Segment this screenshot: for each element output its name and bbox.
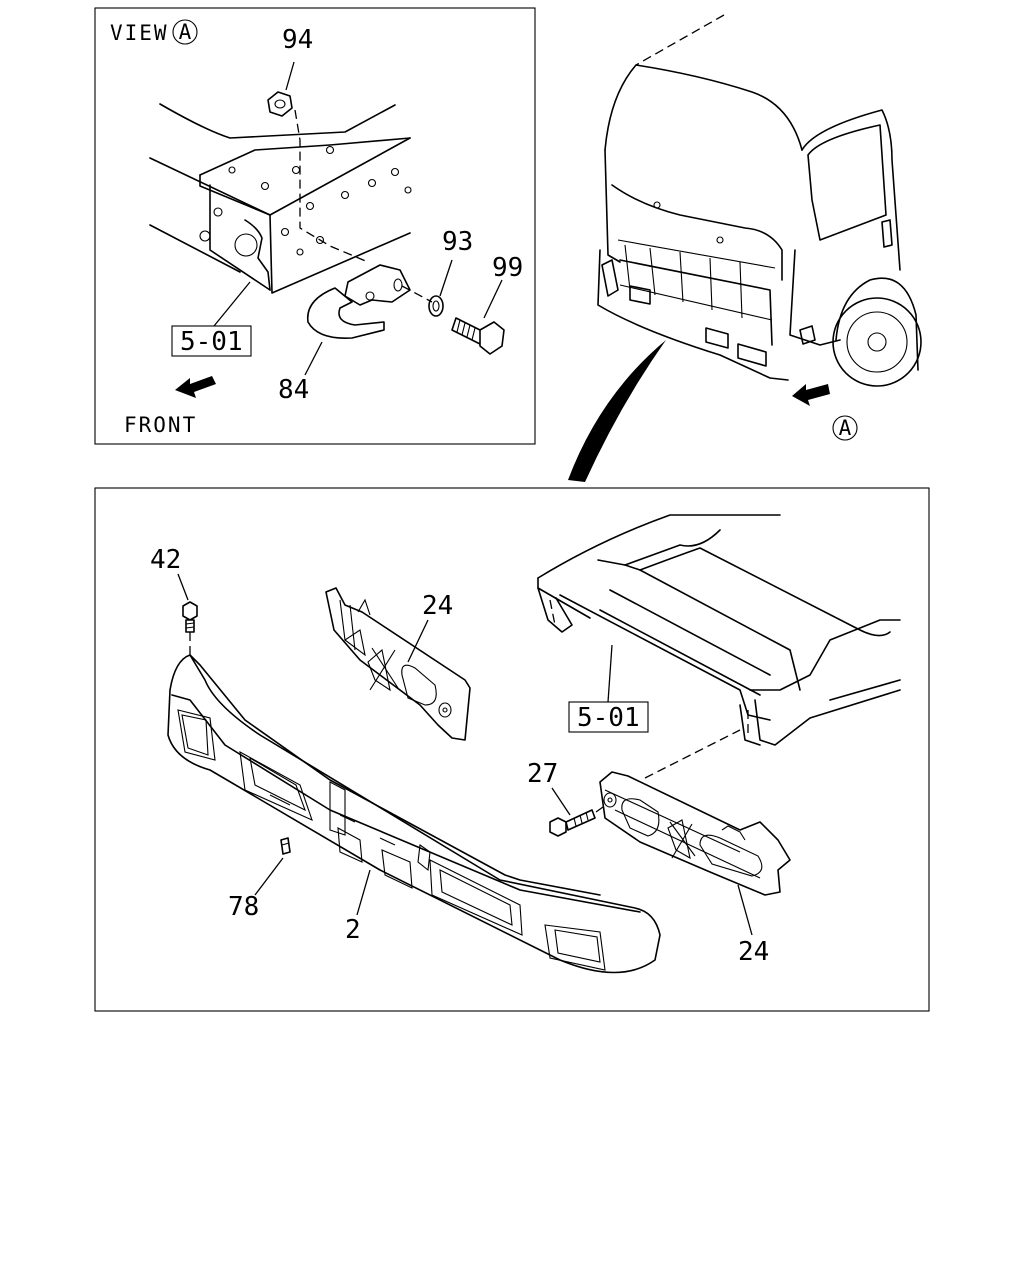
tow-hook-84: [306, 264, 411, 339]
callout-94: 94: [282, 25, 313, 55]
leader-78: [254, 857, 284, 896]
leader-24-left: [407, 619, 429, 663]
callout-84: 84: [278, 375, 309, 405]
leader-93: [439, 259, 453, 297]
curved-pointer-arrow: [568, 340, 666, 482]
chassis-frame: [537, 514, 901, 746]
nut-94: [267, 91, 293, 117]
bracket-right-axis-line: [644, 729, 741, 779]
bracket-left-24: [325, 587, 471, 741]
view-ref-circle: [172, 19, 198, 45]
leader-99: [483, 279, 503, 319]
frame-ref-bottom: 5-01: [577, 703, 640, 733]
callout-27: 27: [527, 759, 558, 789]
callout-93: 93: [442, 227, 473, 257]
view-label: VIEW: [110, 21, 169, 45]
leader-27: [551, 787, 571, 816]
bolt-42: [182, 601, 198, 633]
callout-2: 2: [345, 915, 361, 945]
bumper-2: [167, 654, 661, 974]
leader-5-01-bottom: [607, 644, 613, 703]
truck-cab-illustration: [597, 14, 922, 387]
callout-99: 99: [492, 253, 523, 283]
callout-24-left: 24: [422, 591, 453, 621]
arrow-ref-letter: A: [839, 416, 852, 440]
washer-axis-line: [401, 285, 433, 303]
bolt-99: [451, 317, 505, 355]
bolt-27: [549, 809, 596, 837]
leader-94: [285, 61, 295, 91]
leader-42: [177, 573, 189, 601]
bumper-assembly-frame: [94, 487, 930, 1012]
view-direction-arrow-icon: [792, 384, 830, 406]
front-label: FRONT: [124, 413, 197, 437]
washer-93: [428, 295, 444, 317]
view-ref-letter: A: [179, 20, 192, 44]
view-a-frame: [94, 7, 536, 445]
frame-ref-top: 5-01: [180, 327, 243, 357]
clip-78: [280, 837, 291, 855]
frame-ref-box-top: [171, 325, 252, 357]
nut-axis-line: [294, 109, 369, 263]
callout-42: 42: [150, 545, 181, 575]
callout-24-right: 24: [738, 937, 769, 967]
leader-84: [304, 341, 323, 376]
arrow-ref-circle: [832, 415, 858, 441]
callout-78: 78: [228, 892, 259, 922]
frame-rail-view-a: [149, 103, 412, 294]
leader-5-01-top: [213, 281, 251, 327]
leader-2: [356, 869, 371, 916]
front-arrow-icon: [175, 376, 216, 398]
bracket-right-24: [599, 771, 791, 896]
leader-24-right: [737, 884, 753, 936]
